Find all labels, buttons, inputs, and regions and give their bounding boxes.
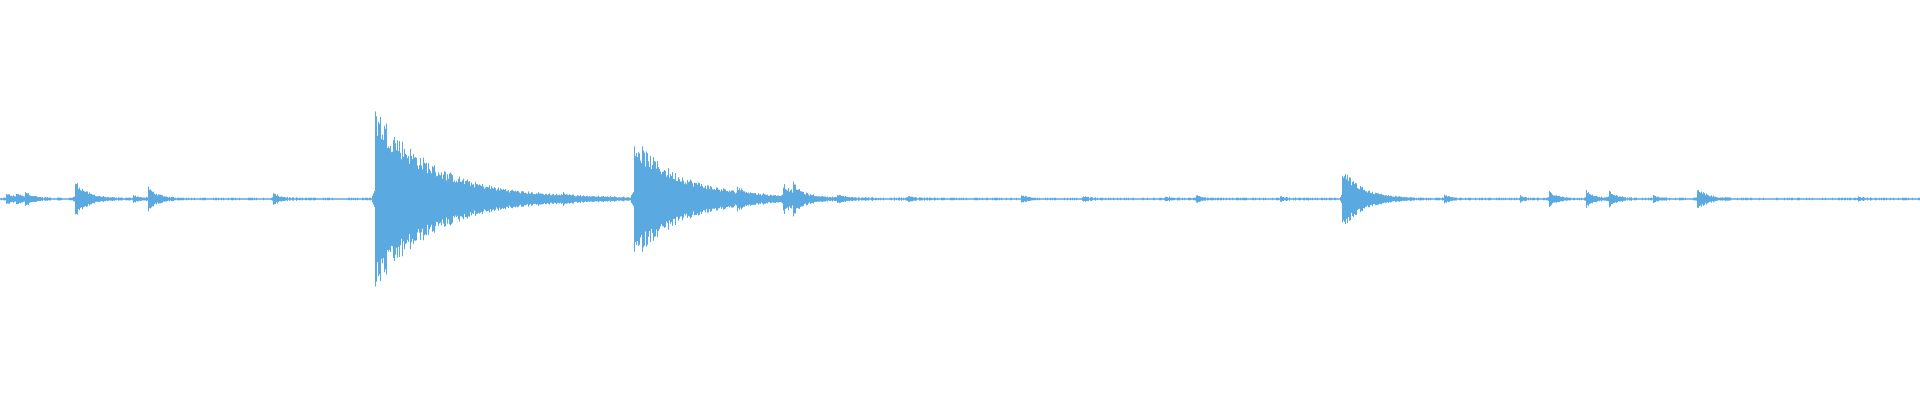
waveform-transient-17 (1082, 196, 1103, 202)
waveform-transient-22 (1442, 194, 1471, 204)
waveform-series (0, 111, 1920, 287)
waveform-transient-20 (1278, 196, 1316, 202)
waveform-transient-15 (906, 196, 936, 202)
waveform-transient-16 (1021, 195, 1053, 203)
waveform-transient-6 (144, 186, 203, 212)
waveform-transient-9 (559, 192, 598, 206)
waveform-transient-7 (272, 193, 314, 205)
waveform-transient-3 (22, 192, 60, 206)
waveform-transient-28 (1694, 190, 1748, 208)
waveform-transient-14 (833, 195, 873, 203)
waveform-noise (1, 197, 1920, 201)
waveform-transient-11 (734, 186, 784, 212)
waveform-transient-27 (1651, 195, 1680, 203)
waveform-transient-19 (1195, 195, 1224, 203)
waveform-transient-29 (1858, 196, 1880, 202)
